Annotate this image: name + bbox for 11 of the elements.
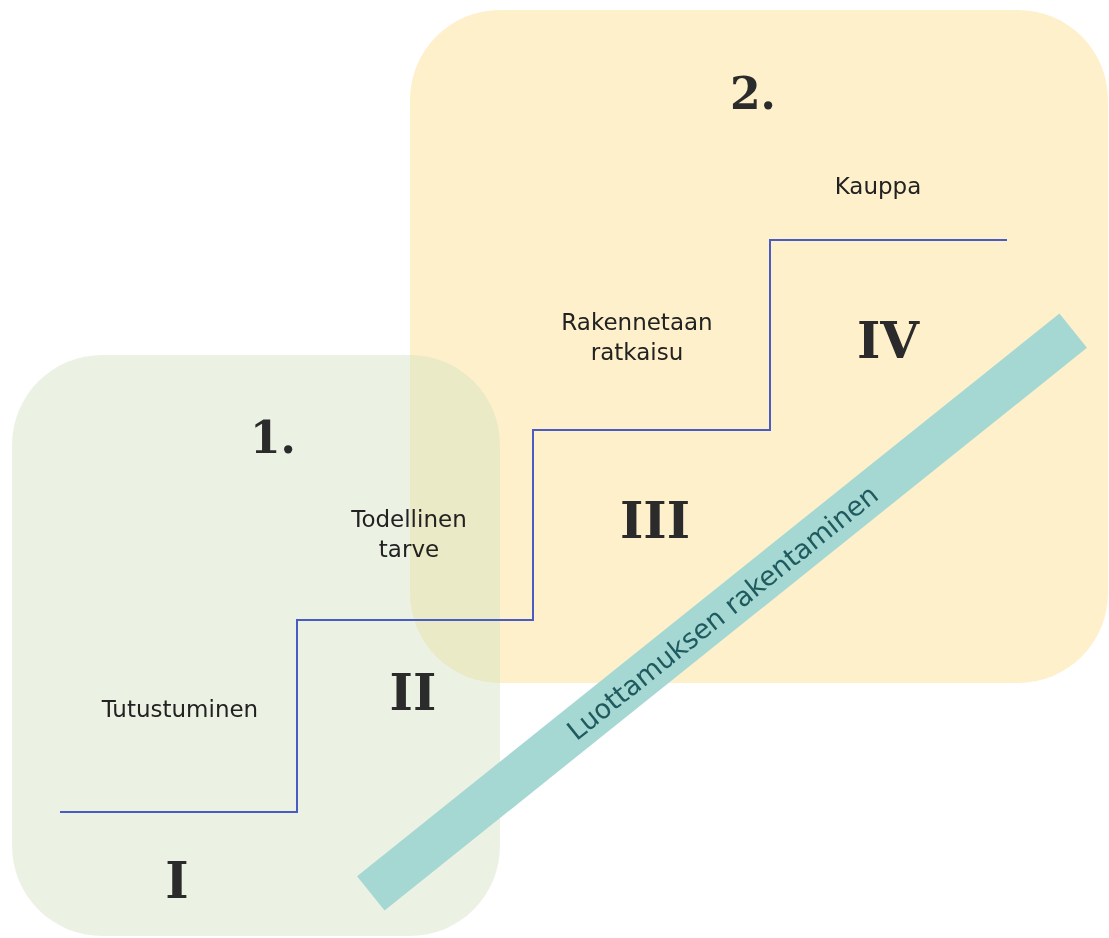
stage-number: 2. — [730, 68, 776, 119]
step-label: Rakennetaan ratkaisu — [560, 308, 714, 367]
roman-numeral: III — [619, 489, 691, 552]
roman-numeral: IV — [856, 309, 920, 372]
roman-numeral: I — [165, 849, 189, 912]
stage-number: 1. — [250, 412, 296, 463]
roman-numeral: II — [389, 661, 437, 724]
step-label: Tutustuminen — [100, 695, 260, 725]
stage-panel — [12, 355, 500, 936]
step-label: Kauppa — [833, 172, 923, 202]
step-label: Todellinen tarve — [350, 505, 468, 564]
